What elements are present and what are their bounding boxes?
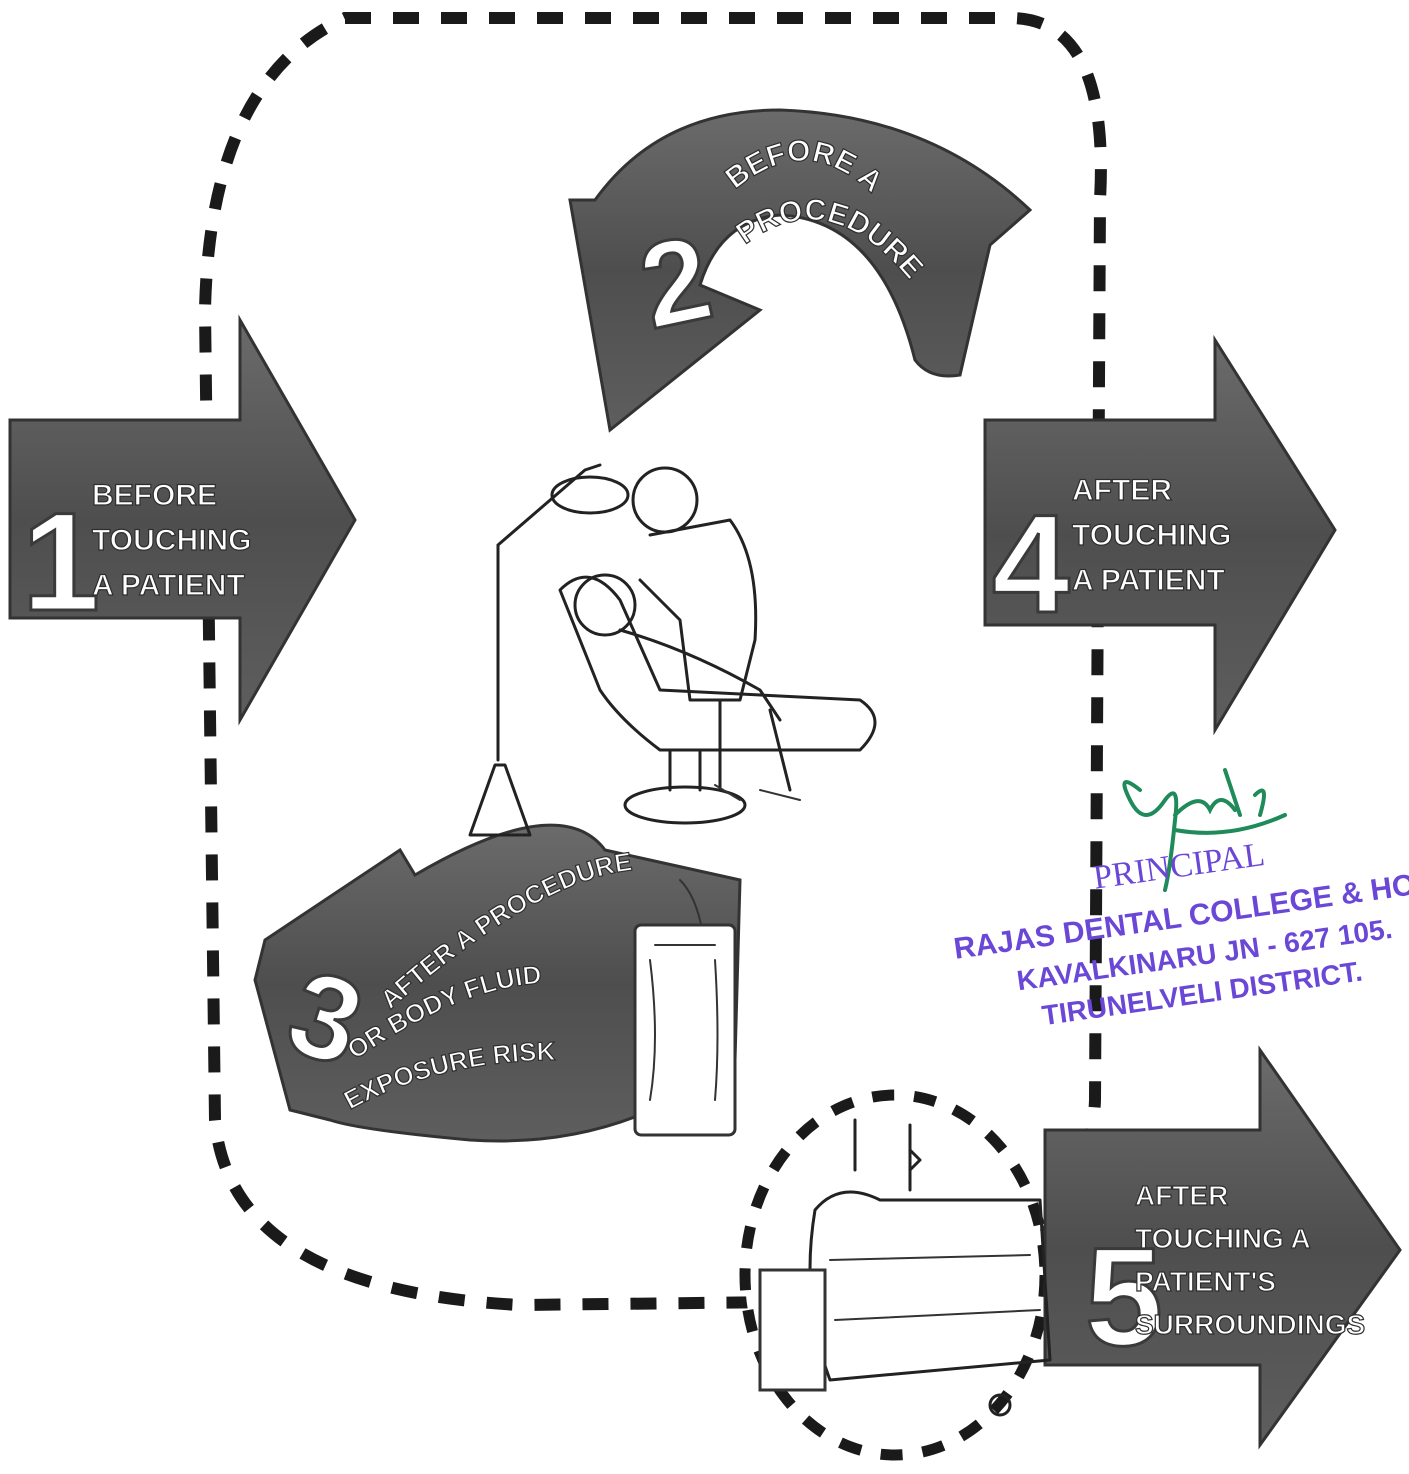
- principal-stamp: PRINCIPAL RAJAS DENTAL COLLEGE & HOSPITA…: [952, 836, 1409, 1031]
- moment-1-label-line-3: A PATIENT: [92, 569, 245, 602]
- moment-5-label-line-1: AFTER: [1135, 1180, 1228, 1211]
- dentist-patient-illustration: [468, 463, 877, 951]
- moment-5-arrow: 5 AFTER TOUCHING A PATIENT'S SURROUNDING…: [1043, 1045, 1402, 1450]
- fluid-bag-illustration: [633, 923, 737, 1137]
- moment-3-curved-arrow: 3 AFTER A PROCEDURE OR BODY FLUID EXPOSU…: [253, 823, 742, 1143]
- hospital-bed-illustration: [758, 1118, 1052, 1417]
- moment-5-label-line-3: PATIENT'S: [1135, 1266, 1276, 1297]
- moment-4-label-line-1: AFTER: [1072, 474, 1172, 507]
- moment-1-label-line-1: BEFORE: [92, 479, 217, 512]
- moment-1-arrow: 1 BEFORE TOUCHING A PATIENT: [8, 314, 357, 726]
- dashed-cycle-loop: [198, 12, 1107, 1312]
- moment-1-label-line-2: TOUCHING: [92, 524, 251, 557]
- moment-4-number: 4: [992, 485, 1070, 642]
- stamp-title: PRINCIPAL: [1091, 836, 1267, 897]
- principal-signature: [1122, 768, 1287, 892]
- moment-2-curved-arrow: 2 BEFORE A PROCEDURE: [568, 108, 1033, 433]
- moment-5-label-line-4: SURROUNDINGS: [1135, 1309, 1365, 1340]
- moment-5-number: 5: [1085, 1218, 1163, 1375]
- moment-5-label-line-2: TOUCHING A: [1135, 1223, 1311, 1254]
- moment-1-number: 1: [22, 483, 100, 640]
- moment-4-label-line-3: A PATIENT: [1072, 564, 1225, 597]
- moment-4-label-line-2: TOUCHING: [1072, 519, 1231, 552]
- moment-4-arrow: 4 AFTER TOUCHING A PATIENT: [983, 334, 1337, 736]
